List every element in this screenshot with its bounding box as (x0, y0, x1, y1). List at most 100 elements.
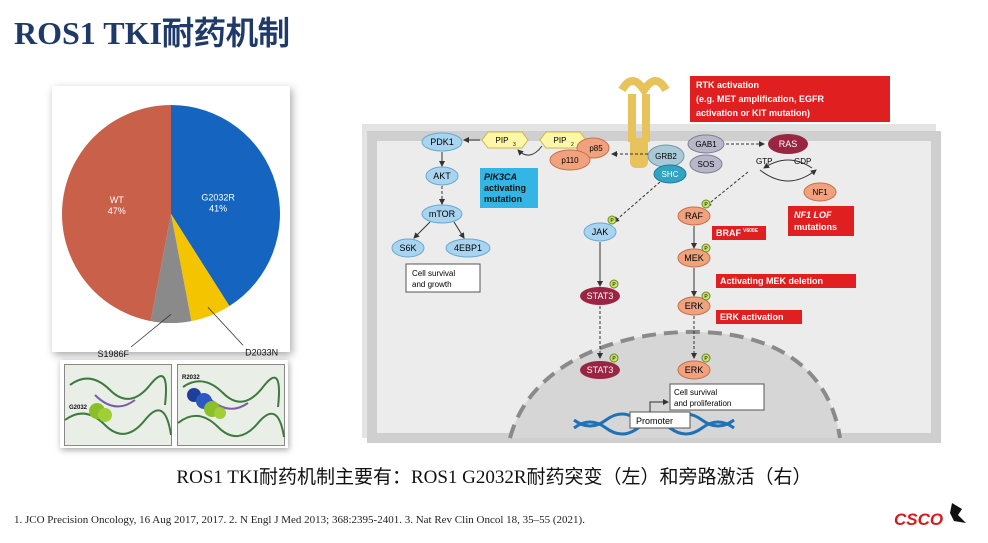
box-survival-proliferation (669, 383, 765, 411)
callout-mek-deletion-label: Activating MEK deletion (720, 276, 823, 286)
structure-drawing-right: R2032 (177, 375, 285, 438)
box-survival-growth-line1: Cell survival (412, 269, 455, 278)
callout-nf1-line2: mutations (794, 222, 837, 232)
node-s6k-label: S6K (399, 243, 416, 253)
node-ras-label: RAS (779, 139, 798, 149)
node-gab1-label: GAB1 (695, 140, 717, 149)
references: 1. JCO Precision Oncology, 16 Aug 2017, … (14, 514, 585, 526)
callout-mek-deletion (716, 274, 856, 288)
node-stat3-nuclear-label: STAT3 (587, 365, 614, 375)
phospho-mek: P (704, 246, 708, 252)
node-stat3-nuclear (580, 361, 620, 379)
structure-label-r2032: R2032 (182, 375, 200, 381)
node-erk-nuclear (677, 360, 711, 380)
slide-caption: ROS1 TKI耐药机制主要有：ROS1 G2032R耐药突变（左）和旁路激活（… (176, 467, 812, 488)
pie-slice-g2032r (171, 105, 280, 307)
callout-erk-activation (716, 310, 802, 324)
node-mek-label: MEK (684, 253, 704, 263)
node-mtor (421, 204, 463, 224)
node-pip3-subscript: 3 (513, 142, 516, 148)
callout-rtk-line1: RTK activation (696, 80, 759, 90)
node-4ebp1-label: 4EBP1 (454, 243, 482, 253)
node-akt-label: AKT (433, 171, 451, 181)
callout-rtk-line2: (e.g. MET amplification, EGFR (696, 94, 825, 104)
node-4ebp1 (445, 238, 491, 258)
pie-slice-wt (62, 105, 171, 322)
node-pip2-subscript: 2 (571, 142, 574, 148)
node-p110 (549, 149, 591, 171)
box-survival-growth (405, 263, 481, 293)
phospho-raf: P (704, 202, 708, 208)
callout-pik3ca (480, 168, 538, 208)
arrow-gdp-gtp (763, 159, 813, 169)
node-mek (677, 248, 711, 268)
node-erk-nuclear-label: ERK (685, 365, 704, 375)
arrow-ras-raf (705, 171, 749, 207)
structure-label-g2032: G2032 (69, 405, 88, 411)
node-mtor-label: mTOR (429, 209, 456, 219)
node-nf1 (803, 182, 837, 202)
callout-nf1-line1: NF1 LOF (794, 210, 832, 220)
pie-label-wt: WT (110, 195, 124, 205)
pathway-diagram: RTK activation (e.g. MET amplification, … (362, 76, 941, 443)
pie-value-wt: 47% (108, 206, 126, 216)
node-s6k (391, 238, 425, 258)
node-erk-label: ERK (685, 301, 704, 311)
callout-rtk-activation (690, 76, 890, 122)
node-gab1 (687, 134, 725, 154)
callout-pik3ca-line2: activating (484, 183, 526, 193)
phospho-jak: P (610, 218, 614, 224)
node-stat3-label: STAT3 (587, 291, 614, 301)
structure-drawing-left: G2032 (64, 375, 172, 436)
node-pip3-label: PIP (496, 136, 509, 145)
callout-braf (712, 226, 766, 240)
arrow-mtor-s6k (413, 221, 431, 239)
pie-label-s1986f: S1986F (97, 349, 129, 359)
receptor-icon (618, 77, 670, 168)
box-promoter (629, 411, 691, 429)
label-gtp: GTP (756, 157, 772, 166)
node-pdk1 (421, 132, 463, 152)
pie-leader-d2033n (207, 306, 244, 346)
box-survival-growth-line2: and growth (412, 280, 452, 289)
pie-value-g2032r: 41% (209, 203, 227, 213)
phospho-erk: P (704, 294, 708, 300)
pie-label-d2033n: D2033N (245, 347, 278, 357)
phospho-stat3-nuclear: P (612, 356, 616, 362)
arrow-promoter-outcome (649, 399, 669, 412)
callout-pik3ca-line1: PIK3CA (484, 172, 517, 182)
pie-slice-s1986f (150, 214, 192, 323)
structure-image-mutant: R2032 (177, 364, 285, 446)
node-jak-label: JAK (592, 227, 609, 237)
phospho-stat3: P (612, 282, 616, 288)
pie-slice-d2033n (171, 214, 230, 322)
phospho-erk-nuclear: P (704, 356, 708, 362)
node-akt (425, 166, 459, 186)
slide-title: ROS1 TKI耐药机制 (14, 15, 290, 51)
arrow-gtp-gdp (759, 169, 817, 182)
node-shc-label: SHC (662, 170, 679, 179)
callout-nf1-lof (788, 206, 854, 236)
node-sos (689, 154, 723, 174)
node-pdk1-label: PDK1 (430, 137, 454, 147)
node-erk (677, 296, 711, 316)
node-grb2-label: GRB2 (655, 152, 677, 161)
node-nf1-label: NF1 (812, 188, 828, 197)
node-shc (653, 164, 687, 184)
arrow-shc-jak (613, 181, 661, 223)
pie-leader-s1986f (130, 313, 172, 348)
box-survival-proliferation-line1: Cell survival (674, 388, 717, 397)
node-raf-label: RAF (685, 211, 704, 221)
arrow-mtor-4ebp1 (453, 221, 465, 239)
structure-panel: G2032 R2032 (60, 360, 288, 448)
node-stat3 (580, 287, 620, 305)
csco-logo: CSCO (894, 503, 966, 529)
phospho-markers: P P P P P P P (607, 199, 711, 363)
node-p110-label: p110 (561, 156, 579, 165)
box-promoter-label: Promoter (636, 416, 673, 426)
callout-erk-activation-label: ERK activation (720, 312, 784, 322)
node-raf (677, 206, 711, 226)
node-jak (583, 222, 617, 242)
